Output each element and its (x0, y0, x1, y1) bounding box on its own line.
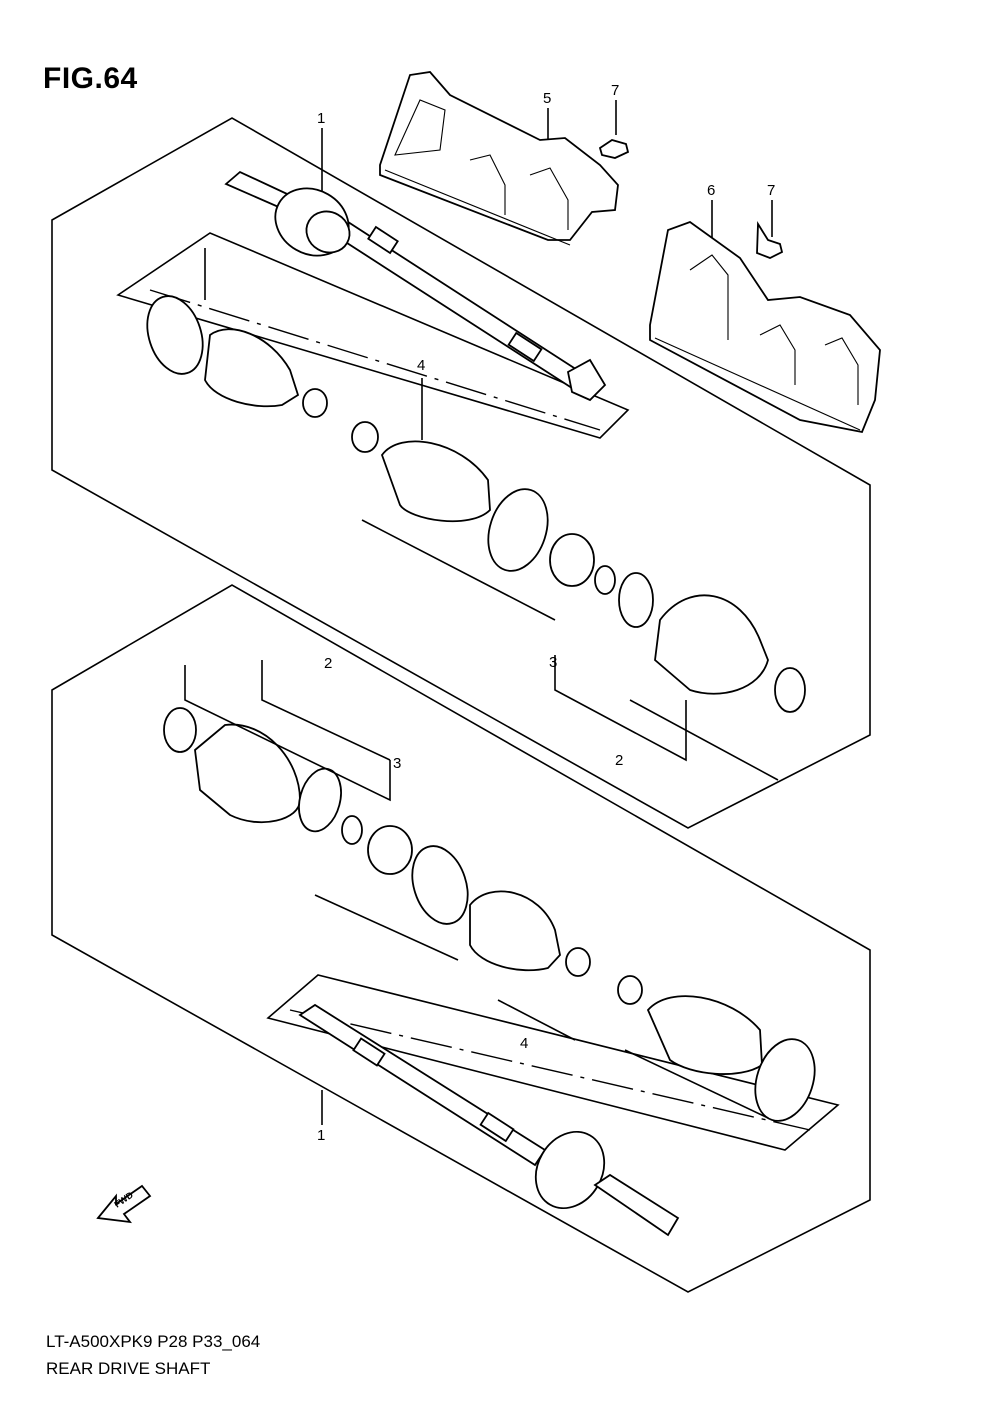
callout-top-joint-set: 3 (549, 654, 557, 671)
callout-top-shaft: 1 (317, 110, 325, 127)
bottom-drive-shaft[interactable] (298, 1003, 680, 1237)
bottom-shaft-frame (266, 974, 840, 1151)
bottom-outer-boot-kit[interactable] (617, 975, 825, 1129)
bottom-cv-joint[interactable] (163, 707, 413, 875)
diagram-code: LT-A500XPK9 P28 P33_064 (46, 1332, 261, 1351)
callout-bot-joint-kit: 2 (324, 655, 332, 672)
top-assembly-boundary (51, 117, 871, 829)
callout-guard-left: 5 (543, 90, 551, 107)
callout-top-boot-set: 4 (417, 357, 425, 374)
top-shaft-frame (116, 232, 630, 439)
callout-bolt-a: 7 (611, 82, 619, 99)
fwd-arrow-icon: FWD (96, 1184, 152, 1224)
callout-bot-joint-set: 3 (393, 755, 401, 772)
shaft-guard-left[interactable] (379, 71, 619, 246)
callout-bot-boot-set: 4 (520, 1035, 528, 1052)
figure-title: FIG.64 (43, 62, 138, 95)
diagram-footer: LT-A500XPK9 P28 P33_064 REAR DRIVE SHAFT (46, 1328, 260, 1382)
bolt-lower[interactable] (756, 200, 784, 259)
diagram-caption: REAR DRIVE SHAFT (46, 1359, 211, 1378)
bottom-inner-boot-kit[interactable] (403, 839, 591, 977)
shaft-guard-right[interactable] (649, 200, 881, 434)
bolt-upper[interactable] (598, 100, 630, 159)
callout-top-joint-kit: 2 (615, 752, 623, 769)
bottom-assembly-boundary (51, 584, 871, 1293)
top-outer-boot-kit[interactable] (138, 248, 328, 418)
callout-bot-shaft: 1 (317, 1127, 325, 1144)
top-inner-boot-kit[interactable] (351, 421, 558, 579)
callout-bolt-b: 7 (767, 182, 775, 199)
callout-guard-right: 6 (707, 182, 715, 199)
top-drive-shaft[interactable] (224, 128, 607, 402)
top-cv-joint[interactable] (549, 533, 806, 713)
